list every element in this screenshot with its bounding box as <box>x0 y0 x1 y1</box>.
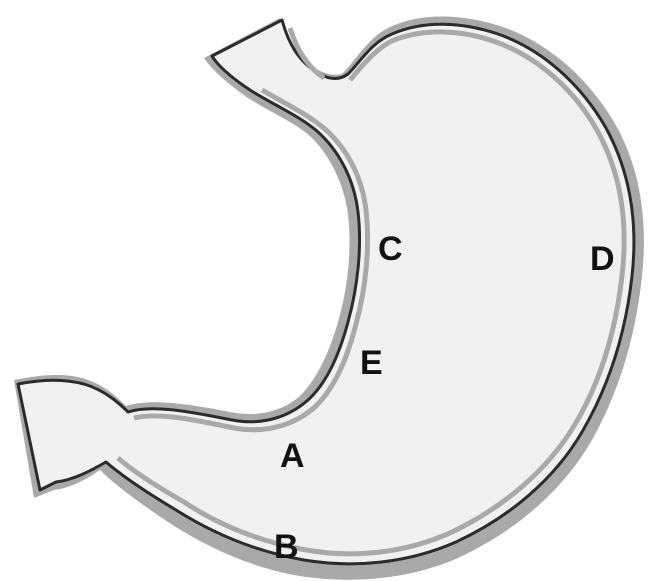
label-b: B <box>274 528 299 566</box>
label-c: C <box>378 230 403 268</box>
label-e: E <box>360 344 383 382</box>
stomach-lumen <box>18 20 634 564</box>
label-a: A <box>280 437 305 475</box>
label-d: D <box>590 240 615 278</box>
